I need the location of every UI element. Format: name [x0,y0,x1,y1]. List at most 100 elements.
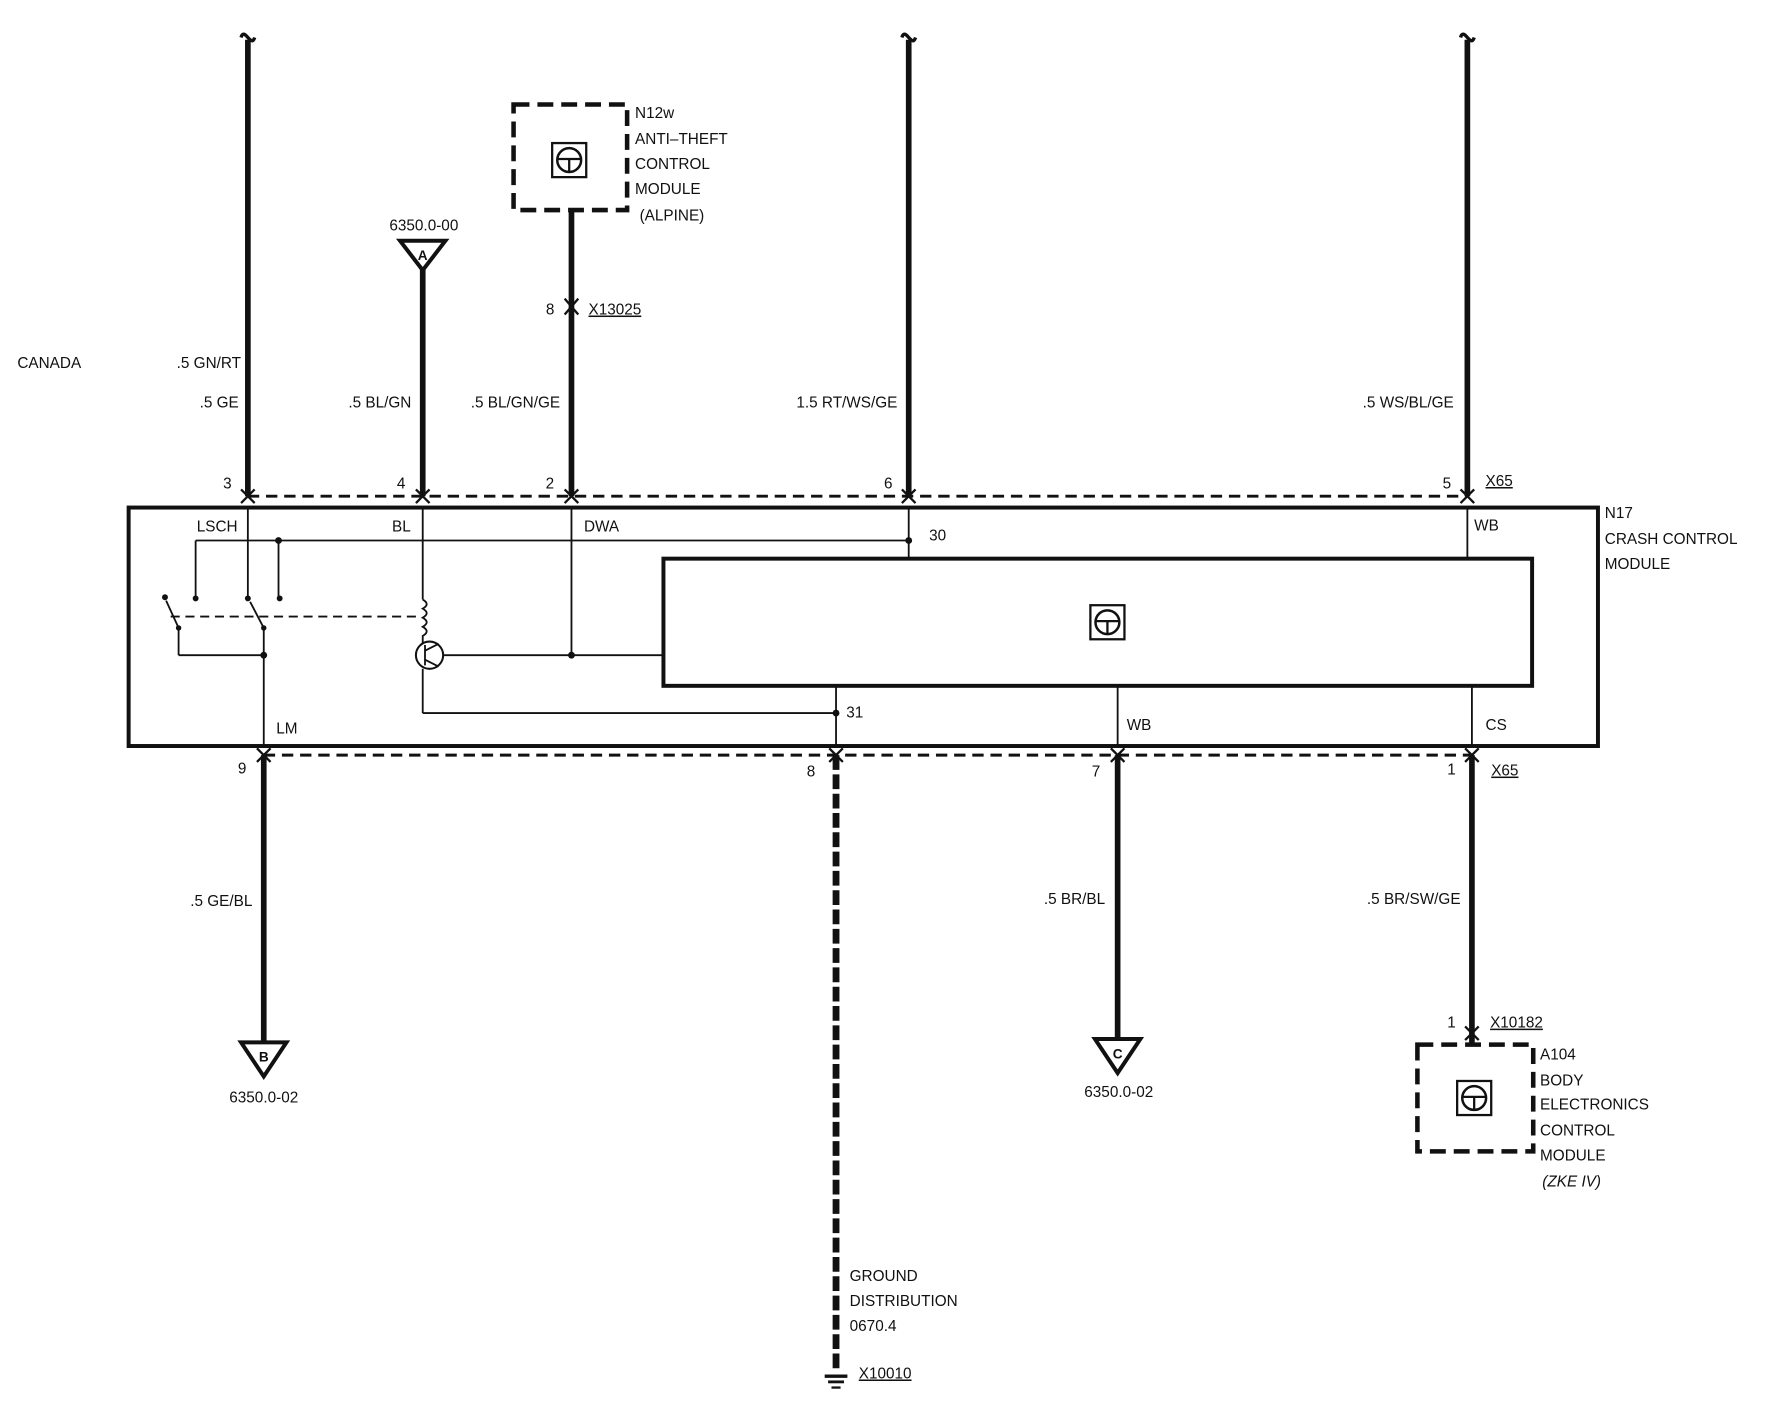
control-module-icon [551,141,588,179]
wire-pin-5 [1458,32,1476,497]
module-a104-name-4: MODULE [1540,1147,1606,1164]
terminal-dwa: DWA [584,518,620,535]
pin-marker [563,488,580,504]
reference-c-triangle [1091,1036,1145,1077]
module-n12w: N12w ANTI–THEFT CONTROL MODULE (ALPINE) [511,102,728,224]
reference-b-page: 6350.0-02 [229,1090,298,1107]
ground-label-3: 0670.4 [850,1318,897,1335]
wire-color-pin-2: .5 BL/GN/GE [471,395,560,412]
module-a104-variant: (ZKE IV) [1542,1174,1601,1191]
pin-number-9: 9 [238,760,247,777]
wire-pin-9: .5 GE/BL [190,755,267,1043]
connector-x13025-pin: 8 [546,302,555,319]
ground-label-2: DISTRIBUTION [850,1293,958,1310]
wire-pin-8-ground: GROUND DISTRIBUTION 0670.4 X10010 [824,755,958,1389]
connector-x65-bottom-label: X65 [1491,763,1518,780]
pin-marker [415,488,431,504]
module-n12w-variant: (ALPINE) [640,207,705,224]
control-module-icon [1089,604,1126,641]
transistor-symbol [414,640,445,670]
pin-number-5: 5 [1443,475,1452,492]
wire-color-pin-7: .5 BR/BL [1044,891,1105,908]
module-n12w-name-1: ANTI–THEFT [635,131,728,148]
wire-color-pin-9: .5 GE/BL [190,893,252,910]
module-a104-name-1: BODY [1540,1073,1583,1090]
terminal-wb-top: WB [1474,517,1499,534]
module-a104-name-2: ELECTRONICS [1540,1096,1649,1113]
pin-number-2: 2 [546,475,555,492]
ground-label-1: GROUND [850,1268,918,1285]
wire-pin-2 [563,210,580,497]
module-n17-processor-box [661,556,1535,688]
connector-x10182-pin: 1 [1447,1015,1456,1032]
terminal-lm: LM [276,721,297,738]
wire-color-pin-5: .5 WS/BL/GE [1363,395,1454,412]
reference-a-page: 6350.0-00 [389,218,458,235]
module-a104-name-3: CONTROL [1540,1122,1615,1139]
module-n17-name-2: MODULE [1605,556,1671,573]
pin-number-1: 1 [1447,761,1456,778]
wire-color-pin-3: .5 GE [200,395,239,412]
terminal-cs: CS [1486,717,1507,734]
connector-x65-bottom: 9 8 7 1 X65 [238,747,1518,781]
reference-b-letter: B [259,1050,269,1065]
module-n17-name-1: CRASH CONTROL [1605,531,1738,548]
terminal-lsch: LSCH [197,518,238,535]
connector-x13025-label: X13025 [589,302,642,319]
terminal-wb-bottom: WB [1127,717,1152,734]
module-a104-id: A104 [1540,1046,1576,1063]
pin-marker [1459,488,1475,504]
connector-x65-top-label: X65 [1486,473,1513,490]
reference-a-triangle [395,238,450,274]
pin-number-3: 3 [223,475,232,492]
module-n12w-name-3: MODULE [635,181,701,198]
wire-break-symbol [1458,32,1476,43]
connector-x10010-label: X10010 [859,1365,912,1382]
module-n17: N17 CRASH CONTROL MODULE LSCH BL DWA 30 … [126,505,1738,748]
relay-switch [162,594,416,659]
reference-a-letter: A [418,248,428,263]
wire-break-symbol [900,32,918,43]
module-n17-box [126,505,1600,748]
module-a104: A104 BODY ELECTRONICS CONTROL MODULE (ZK… [1415,1042,1649,1191]
pin-number-7: 7 [1092,764,1101,781]
internal-circuit [162,507,1473,747]
pin-marker [240,488,256,504]
module-n17-id: N17 [1605,505,1633,522]
reference-b-triangle [237,1040,291,1081]
module-n12w-box [511,102,630,213]
reference-b: B 6350.0-02 [229,1040,298,1107]
pin-number-6: 6 [884,475,893,492]
pin-marker [901,488,917,504]
wire-color-pin-6: 1.5 RT/WS/GE [796,395,897,412]
wire-color-pin-4: .5 BL/GN [348,395,411,412]
reference-c: C 6350.0-02 [1084,1036,1153,1101]
terminal-31: 31 [846,705,863,722]
module-n12w-id: N12w [635,105,675,122]
pin-number-4: 4 [397,475,406,492]
reference-c-letter: C [1113,1046,1123,1061]
wire-color-pin-1: .5 BR/SW/GE [1367,891,1461,908]
wire-break-symbol [239,32,257,43]
wire-pin-3 [239,32,257,497]
module-n12w-name-2: CONTROL [635,156,710,173]
pin-number-8: 8 [807,764,816,781]
canada-label: CANADA [17,355,82,372]
control-module-icon [1456,1079,1493,1117]
module-a104-box [1415,1042,1536,1154]
terminal-bl: BL [392,518,411,535]
canada-wire-color: .5 GN/RT [177,355,241,372]
connector-x10182-label: X10182 [1490,1015,1543,1032]
wire-pin-6 [900,32,918,497]
terminal-30: 30 [929,527,946,544]
relay-coil-symbol [420,598,428,643]
reference-a: 6350.0-00 A [389,218,458,274]
connector-x65-top: 3 4 2 6 5 X65 [223,473,1513,504]
connector-x13025-symbol [563,297,580,316]
wire-pin-1: .5 BR/SW/GE 1 X10182 [1367,755,1543,1045]
connector-x10182-symbol [1464,1025,1480,1041]
wire-pin-7: .5 BR/BL [1044,755,1121,1039]
ground-symbol [824,1374,848,1389]
reference-c-page: 6350.0-02 [1084,1084,1153,1101]
